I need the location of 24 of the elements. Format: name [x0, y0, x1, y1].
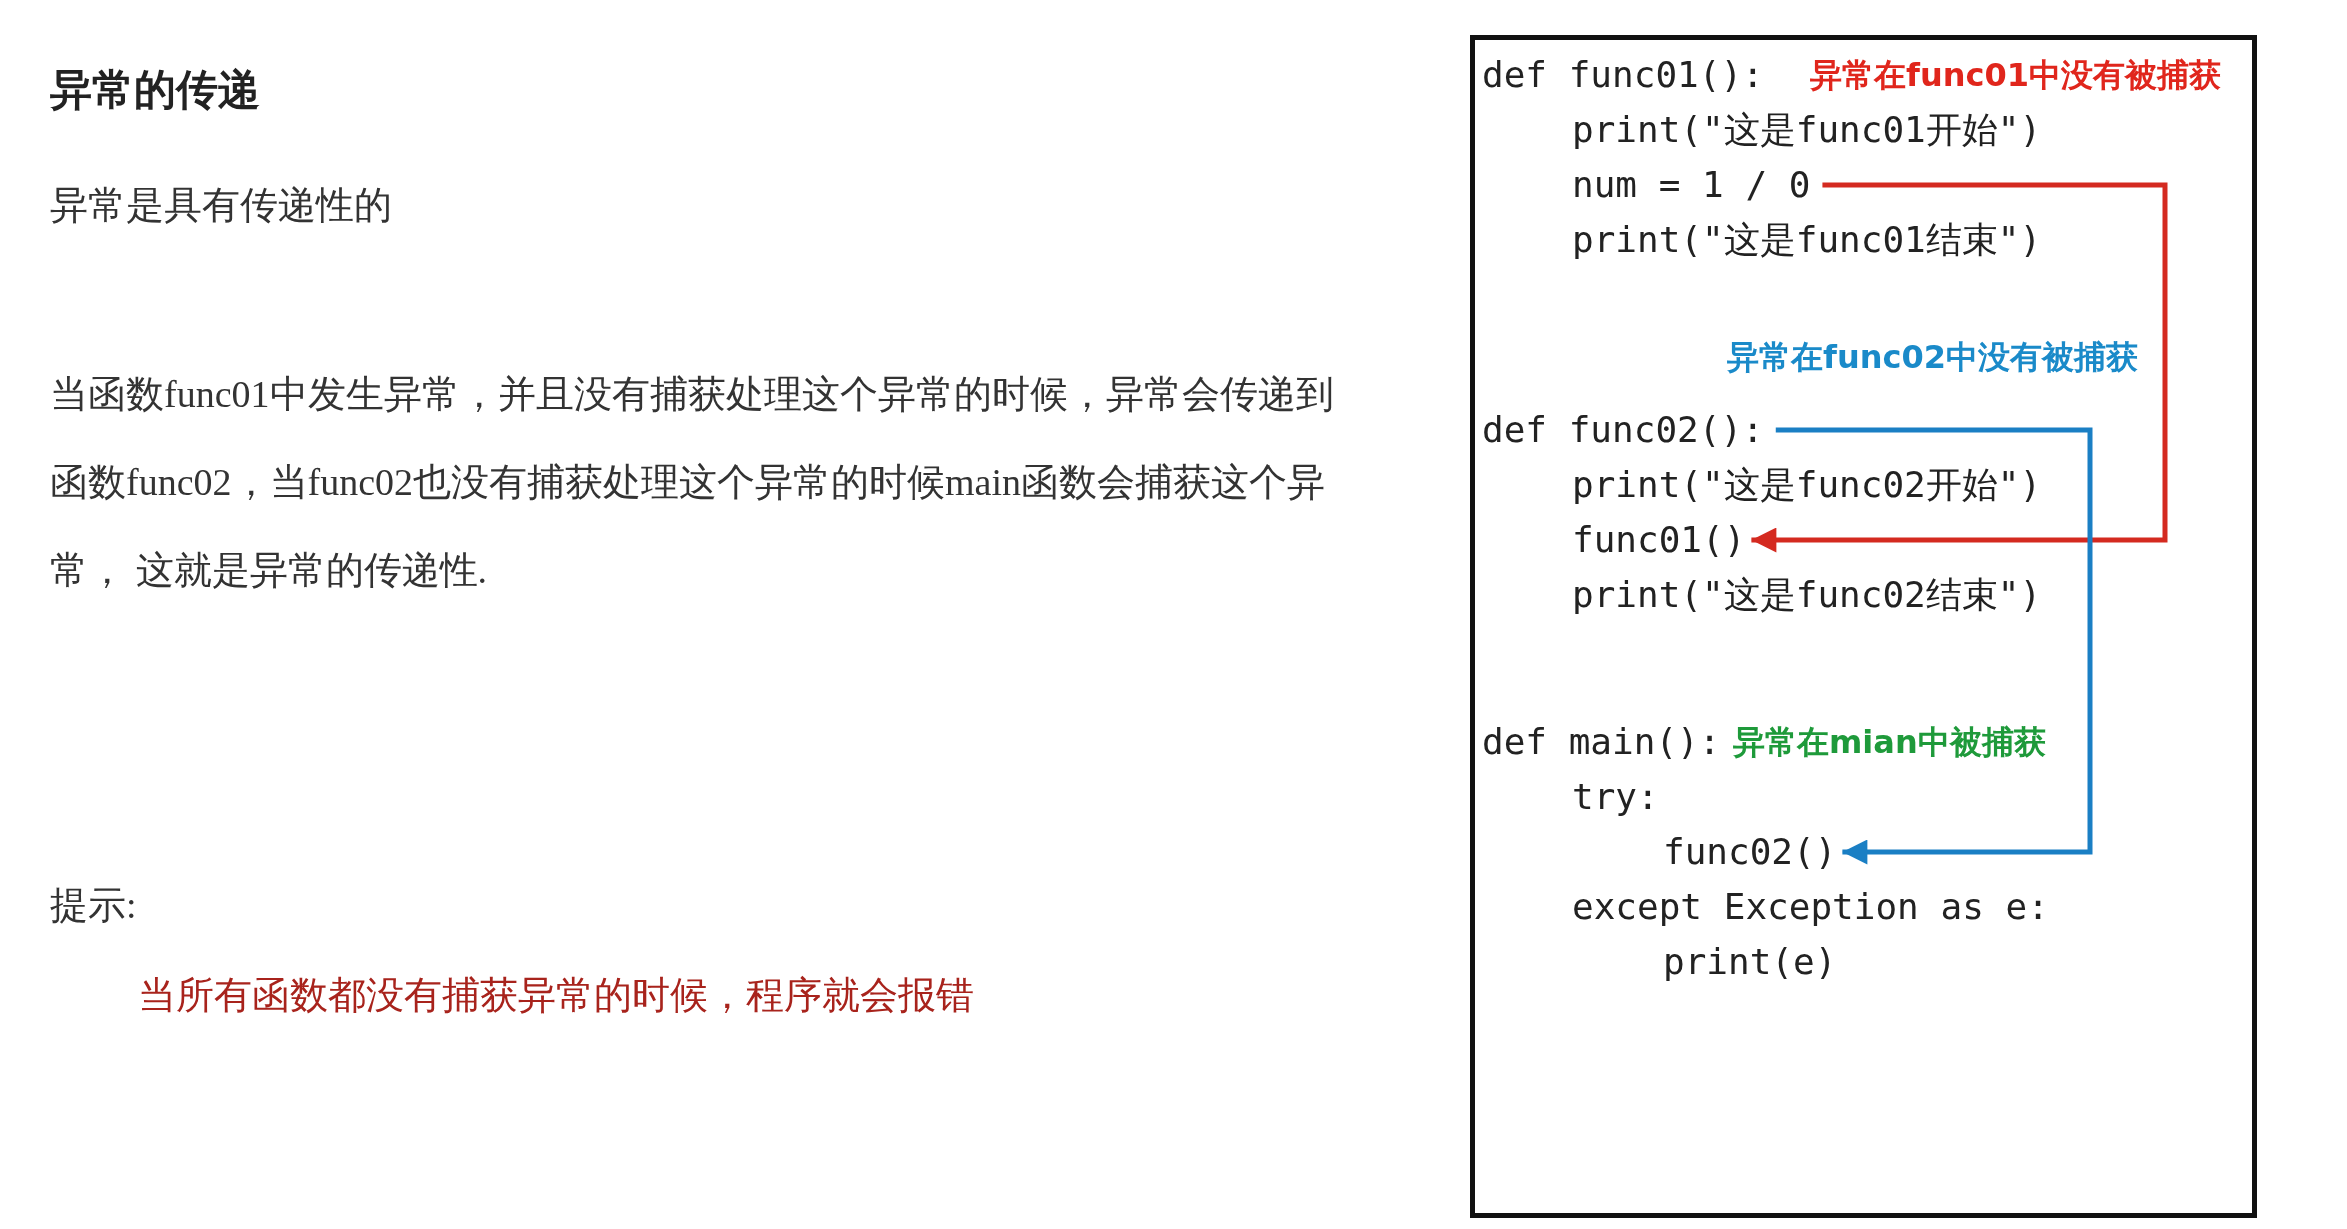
- code-line: func01(): [1572, 518, 1746, 562]
- code-line: print("这是func01开始"): [1572, 108, 2042, 152]
- code-line: try:: [1572, 775, 1659, 819]
- intro-text: 异常是具有传递性的: [50, 183, 392, 228]
- code-line: num = 1 / 0: [1572, 163, 1811, 207]
- arrow: [1775, 427, 2093, 865]
- code-line: def func02():: [1482, 408, 1764, 452]
- code-line: def func01():: [1482, 53, 1764, 97]
- hint-heading: 提示:: [50, 883, 137, 928]
- code-line: print("这是func02开始"): [1572, 463, 2042, 507]
- code-line: print("这是func02结束"): [1572, 573, 2042, 617]
- explanation-paragraph: 当函数func01中发生异常，并且没有捕获处理这个异常的时候，异常会传递到函数func02，当func02也没有捕获处理这个异常的时候main函数会捕获这个异常， 这就是异常的传递性.: [50, 372, 1335, 593]
- code-line: def main():: [1482, 720, 1721, 764]
- code-line: print("这是func01结束"): [1572, 218, 2042, 262]
- annotation: 异常在func02中没有被捕获: [1727, 337, 2138, 378]
- code-line: func02(): [1663, 830, 1837, 874]
- slide-title: 异常的传递: [50, 64, 260, 116]
- code-panel: [1470, 35, 2257, 1218]
- code-line: except Exception as e:: [1572, 885, 2049, 929]
- hint-text: 当所有函数都没有捕获异常的时候，程序就会报错: [138, 973, 974, 1018]
- arrow: [1751, 182, 2168, 553]
- annotation: 异常在mian中被捕获: [1733, 722, 2046, 763]
- code-line: print(e): [1663, 940, 1837, 984]
- annotation: 异常在func01中没有被捕获: [1810, 55, 2221, 96]
